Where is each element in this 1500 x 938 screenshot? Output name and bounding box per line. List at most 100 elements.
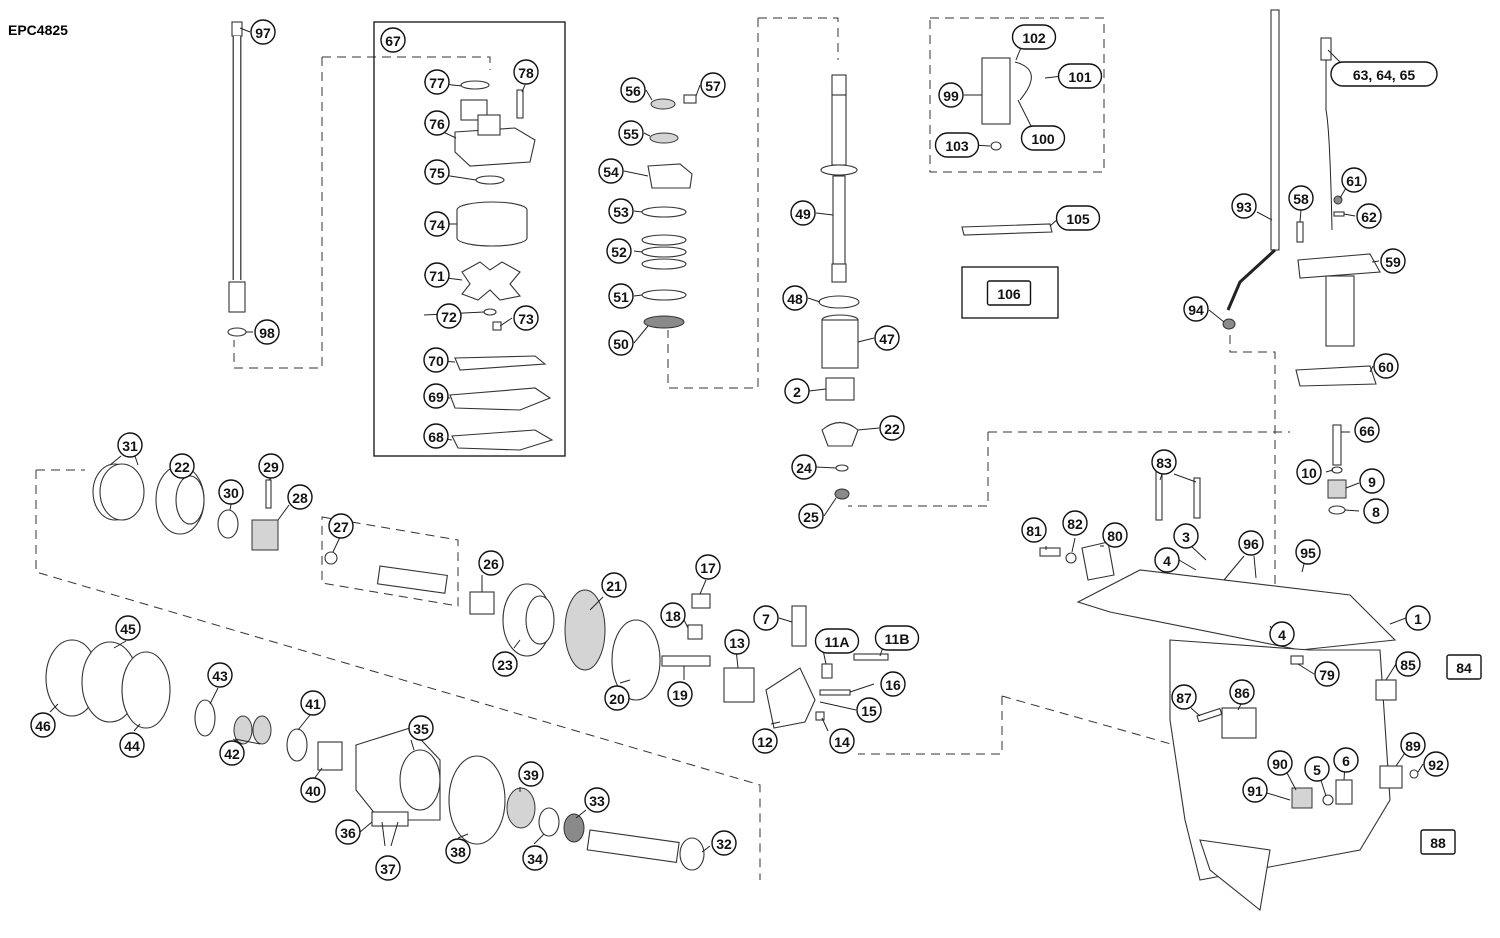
callout-label: 45 xyxy=(120,621,136,637)
callout-bubble: 12 xyxy=(752,728,778,754)
callout-bubble: 75 xyxy=(424,159,450,185)
callout-label: 30 xyxy=(223,485,239,501)
gasket-70-part xyxy=(454,355,547,371)
pin-83b-part xyxy=(1193,477,1201,519)
forward-gear-23-part xyxy=(502,583,555,657)
callout-bubble: 58 xyxy=(1288,185,1314,211)
callout-bubble: 10 xyxy=(1296,459,1322,485)
callout-label: 86 xyxy=(1234,685,1250,701)
callout-bubble: 100 xyxy=(1020,125,1066,151)
callout-label: 83 xyxy=(1156,455,1172,471)
shift-shaft-27-part xyxy=(324,551,448,594)
callout-label: 25 xyxy=(803,509,819,525)
callout-label: 60 xyxy=(1378,359,1394,375)
shim-52b-part xyxy=(641,246,687,258)
kit-boxes xyxy=(373,21,1059,457)
callout-bubble: 76 xyxy=(424,110,450,136)
callout-label: 26 xyxy=(483,556,499,572)
callout-label: 10 xyxy=(1301,465,1317,481)
callout-label: 51 xyxy=(613,289,629,305)
callout-label: 39 xyxy=(523,767,539,783)
callout-label: 19 xyxy=(672,687,688,703)
callout-label: 99 xyxy=(943,88,959,104)
callout-bubble: 36 xyxy=(335,819,361,845)
retaining-ring-31-part xyxy=(92,463,145,521)
callout-bubble: 84 xyxy=(1446,654,1482,680)
anode-80-part xyxy=(1081,541,1115,581)
gearcase-housing-part xyxy=(1076,569,1397,912)
bolt-57-part xyxy=(683,94,697,104)
callout-bubble: 92 xyxy=(1423,751,1449,777)
ring-8-part xyxy=(1328,505,1346,515)
callout-bubble: 83 xyxy=(1151,449,1177,475)
impeller-liner-part xyxy=(456,201,528,247)
callout-label: 42 xyxy=(224,746,240,762)
nut-25-part xyxy=(834,488,850,500)
callout-label: 33 xyxy=(589,793,605,809)
callout-label: 6 xyxy=(1342,753,1350,769)
drive-shaft-part xyxy=(820,74,858,283)
spring-16-part xyxy=(819,689,851,696)
callout-label: 9 xyxy=(1368,474,1376,490)
callout-bubble: 53 xyxy=(608,198,634,224)
callout-label: 63, 64, 65 xyxy=(1353,67,1415,83)
pin-29-part xyxy=(265,479,272,509)
diagram-code: EPC4825 xyxy=(8,22,68,38)
pin-62-part xyxy=(1333,211,1345,217)
callout-label: 21 xyxy=(606,578,622,594)
washer-82-part xyxy=(1065,552,1077,564)
callout-label: 91 xyxy=(1247,783,1263,799)
callout-label: 67 xyxy=(385,33,401,49)
callout-label: 35 xyxy=(413,721,429,737)
ring-53-part xyxy=(641,206,687,218)
oring-48-part xyxy=(818,295,860,309)
callout-bubble: 94 xyxy=(1183,296,1209,322)
callout-label: 7 xyxy=(762,611,770,627)
washer-24-part xyxy=(835,464,849,472)
callout-bubble: 33 xyxy=(584,787,610,813)
part-5-part xyxy=(1322,794,1334,806)
bearing-13-part xyxy=(723,667,755,703)
propeller-shaft-32-part xyxy=(586,829,705,871)
ring-30-part xyxy=(217,509,239,539)
callout-label: 4 xyxy=(1163,553,1171,569)
bearing-40-part xyxy=(317,741,343,771)
callout-bubble: 16 xyxy=(880,671,906,697)
shim-20-part xyxy=(611,619,661,701)
callout-bubble: 46 xyxy=(30,712,56,738)
callout-label: 17 xyxy=(700,560,716,576)
screw-58-part xyxy=(1296,221,1304,243)
callout-bubble: 4 xyxy=(1154,547,1180,573)
callout-bubble: 95 xyxy=(1295,539,1321,565)
callout-bubble: 42 xyxy=(219,740,245,766)
part-18-part xyxy=(687,624,703,640)
callout-label: 80 xyxy=(1107,528,1123,544)
callout-bubble: 67 xyxy=(380,27,406,53)
callout-bubble: 87 xyxy=(1171,684,1197,710)
housing-54-part xyxy=(647,163,693,189)
callout-bubble: 2 xyxy=(784,378,810,404)
callout-bubble: 13 xyxy=(724,629,750,655)
callout-bubble: 78 xyxy=(513,59,539,85)
callout-bubble: 77 xyxy=(424,69,450,95)
callout-bubble: 50 xyxy=(608,330,634,356)
callout-bubble: 49 xyxy=(790,200,816,226)
callout-bubble: 62 xyxy=(1356,203,1382,229)
callout-bubble: 34 xyxy=(522,845,548,871)
callout-bubble: 91 xyxy=(1242,777,1268,803)
callout-label: 101 xyxy=(1068,69,1092,85)
callout-bubble: 99 xyxy=(938,82,964,108)
part-106-box xyxy=(961,266,1059,319)
callout-bubble: 30 xyxy=(218,479,244,505)
callout-label: 66 xyxy=(1359,423,1375,439)
callout-label: 94 xyxy=(1188,302,1204,318)
callout-bubble: 59 xyxy=(1380,248,1406,274)
callout-label: 11B xyxy=(885,631,910,647)
callout-bubble: 1 xyxy=(1405,605,1431,631)
callout-bubble: 93 xyxy=(1231,193,1257,219)
callout-bubble: 86 xyxy=(1229,679,1255,705)
callout-bubble: 11B xyxy=(874,625,920,651)
callout-label: 38 xyxy=(450,844,466,860)
callout-label: 76 xyxy=(429,116,445,132)
callout-bubble: 9 xyxy=(1359,468,1385,494)
